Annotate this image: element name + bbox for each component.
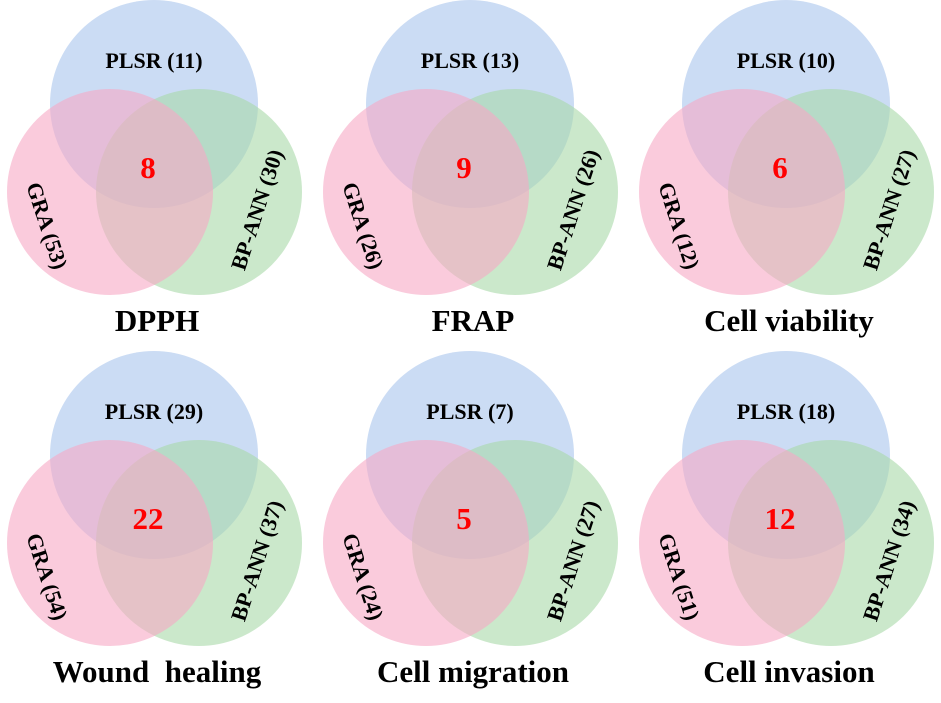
common-count: 6 — [772, 150, 788, 185]
venn-svg: PLSR (29)GRA (54)BP-ANN (37)22 — [7, 351, 302, 646]
plsr-label: PLSR (10) — [737, 48, 835, 73]
panel-title: Cell invasion — [703, 654, 875, 689]
plsr-label: PLSR (7) — [426, 399, 513, 424]
panel-title: Cell migration — [377, 654, 569, 689]
gra-circle — [639, 89, 845, 295]
plsr-label: PLSR (18) — [737, 399, 835, 424]
gra-circle — [7, 89, 213, 295]
panel-title: FRAP — [431, 303, 515, 338]
venn-svg: PLSR (11)GRA (53)BP-ANN (30)8 — [7, 0, 302, 295]
venn-svg: PLSR (13)GRA (26)BP-ANN (26)9 — [323, 0, 618, 295]
plsr-label: PLSR (13) — [421, 48, 519, 73]
common-count: 5 — [456, 501, 472, 536]
common-count: 9 — [456, 150, 472, 185]
panel-title: DPPH — [114, 303, 200, 338]
panel-title: Cell viability — [704, 303, 874, 338]
panel-title: Wound healing — [52, 654, 262, 689]
common-count: 12 — [765, 501, 796, 536]
gra-circle — [323, 440, 529, 646]
plsr-label: PLSR (11) — [105, 48, 202, 73]
common-count: 22 — [133, 501, 164, 536]
common-count: 8 — [140, 150, 156, 185]
venn-svg: PLSR (7)GRA (24)BP-ANN (27)5 — [323, 351, 618, 646]
venn-svg: PLSR (18)GRA (51)BP-ANN (34)12 — [639, 351, 934, 646]
plsr-label: PLSR (29) — [105, 399, 203, 424]
gra-circle — [323, 89, 529, 295]
gra-circle — [639, 440, 845, 646]
venn-svg: PLSR (10)GRA (12)BP-ANN (27)6 — [639, 0, 934, 295]
gra-circle — [7, 440, 213, 646]
